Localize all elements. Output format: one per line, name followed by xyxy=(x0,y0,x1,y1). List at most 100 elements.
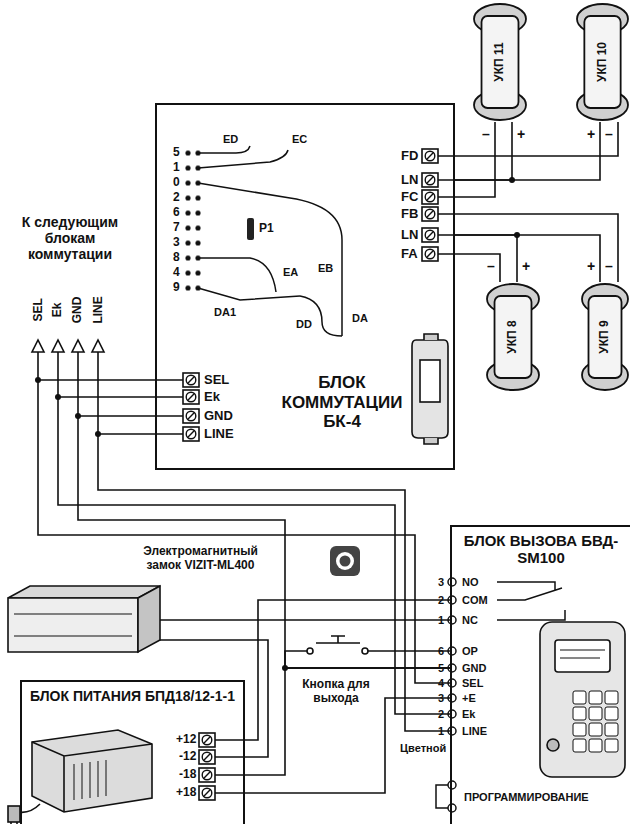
terminal-label: +18 xyxy=(176,786,196,800)
next-block-arrows xyxy=(32,340,104,352)
terminal-label: 4 xyxy=(173,266,180,280)
terminal-label: 8 xyxy=(173,251,180,265)
terminal-label: +12 xyxy=(176,733,196,747)
terminal-label: DA xyxy=(352,312,368,325)
wire xyxy=(455,235,517,282)
terminal-label: Ek xyxy=(204,390,220,405)
block-title: УКП 8 xyxy=(506,320,520,353)
wire xyxy=(38,380,450,683)
terminal-label: P1 xyxy=(259,222,274,236)
terminal-label: SEL xyxy=(31,298,45,321)
terminal-label: EC xyxy=(292,133,307,146)
power-supply-illustration xyxy=(8,730,152,824)
jumper-wires xyxy=(198,146,342,336)
terminal-label: Ek xyxy=(51,303,65,318)
block-title: БЛОК КОММУТАЦИИ БК-4 xyxy=(267,373,417,432)
block-title: БЛОК ПИТАНИЯ БПД18/12-1-1 xyxy=(22,688,243,704)
call-panel-illustration xyxy=(540,622,625,777)
terminal-label: 6 xyxy=(173,206,180,220)
terminal-label: SEL xyxy=(204,373,229,388)
terminal-label: 2 xyxy=(438,708,444,721)
terminal-label: 7 xyxy=(173,221,180,235)
terminal-label: LINE xyxy=(91,296,105,323)
wire xyxy=(165,619,450,621)
terminal-label: DA1 xyxy=(214,306,236,319)
terminal-label: 6 xyxy=(438,645,444,658)
terminal-label: EB xyxy=(318,262,333,275)
magnetic-lock: Электромагнитный замок VIZIT-ML400 xyxy=(5,582,165,662)
terminal-label: 3 xyxy=(173,236,180,250)
wire xyxy=(245,600,450,740)
terminal-label: GND xyxy=(71,297,85,324)
block-title: УКП 9 xyxy=(598,320,612,353)
block-title: УКП 10 xyxy=(596,42,610,82)
terminal-label: GND xyxy=(462,662,486,675)
wire xyxy=(455,122,618,180)
terminal-label: FC xyxy=(401,190,418,205)
terminal-label: ED xyxy=(223,133,238,146)
terminal-label: Ek xyxy=(462,708,475,721)
terminal-label: LN xyxy=(401,173,418,188)
block-title: Электромагнитный замок VIZIT-ML400 xyxy=(128,545,273,573)
terminal-label: + xyxy=(517,126,525,142)
exit-button-symbol xyxy=(307,636,368,654)
terminal-label: FD xyxy=(401,149,418,164)
exit-button: Кнопка для выхода xyxy=(296,630,376,730)
terminal-label: + xyxy=(522,258,530,274)
terminal-label: LN xyxy=(401,228,418,243)
terminal-label: FA xyxy=(401,247,418,262)
intercom-handset: УКП 9 xyxy=(580,282,630,392)
intercom-handset: УКП 10 xyxy=(575,2,630,122)
terminal-label: – xyxy=(487,258,495,274)
wire xyxy=(78,416,450,668)
lock-illustration xyxy=(8,586,160,652)
wire xyxy=(58,397,450,714)
terminal-label: ПРОГРАММИРОВАНИЕ xyxy=(464,791,589,804)
terminal-label: + xyxy=(587,258,595,274)
call-panel-block: БЛОК ВЫЗОВА БВД-SM100 xyxy=(450,525,630,824)
terminal-label: Цветной xyxy=(400,742,446,755)
wire xyxy=(98,434,450,731)
terminal-label: -12 xyxy=(179,750,196,764)
terminal-label: 3 xyxy=(438,692,444,705)
terminal-label: 2 xyxy=(438,594,444,607)
wire xyxy=(245,668,450,775)
block-title: УКП 11 xyxy=(493,42,507,81)
terminal-label: 1 xyxy=(438,614,444,627)
terminal-label: 4 xyxy=(438,677,444,690)
terminal-label: – xyxy=(482,126,490,142)
terminal-label: 3 xyxy=(438,576,444,589)
terminal-label: NC xyxy=(462,614,478,627)
terminal-label: 1 xyxy=(438,725,444,738)
terminal-label: +E xyxy=(462,692,476,705)
terminal-label: 5 xyxy=(438,662,444,675)
terminal-label: OP xyxy=(462,645,478,658)
block-title: Кнопка для выхода xyxy=(296,678,376,706)
intercom-handset: УКП 8 xyxy=(485,282,541,392)
wire xyxy=(455,122,512,197)
wire xyxy=(285,651,450,668)
terminal-label: – xyxy=(605,258,613,274)
terminal-label: 5 xyxy=(173,146,180,160)
terminal-label: 1 xyxy=(173,161,180,175)
wire xyxy=(455,214,618,282)
terminal-label: -18 xyxy=(179,768,196,782)
terminal-label: NO xyxy=(462,576,479,589)
terminal-label: + xyxy=(587,126,595,142)
terminal-label: GND xyxy=(204,409,233,424)
jumper-p1 xyxy=(247,218,254,240)
block-title: БЛОК ВЫЗОВА БВД-SM100 xyxy=(452,532,630,567)
terminal-label: LINE xyxy=(204,427,234,442)
terminal-label: SEL xyxy=(462,677,483,690)
terminal-label: LINE xyxy=(462,725,487,738)
wire xyxy=(245,698,450,793)
terminal-label: – xyxy=(605,126,613,142)
door-icon xyxy=(330,546,360,576)
note-label: К следующим блокам коммутации xyxy=(5,214,135,262)
intercom-handset: УКП 11 xyxy=(472,2,528,122)
terminal-label: 9 xyxy=(173,281,180,295)
terminal-label: 0 xyxy=(173,176,180,190)
terminal-label: 2 xyxy=(173,191,180,205)
power-supply-block: БЛОК ПИТАНИЯ БПД18/12-1-1 xyxy=(20,680,245,824)
